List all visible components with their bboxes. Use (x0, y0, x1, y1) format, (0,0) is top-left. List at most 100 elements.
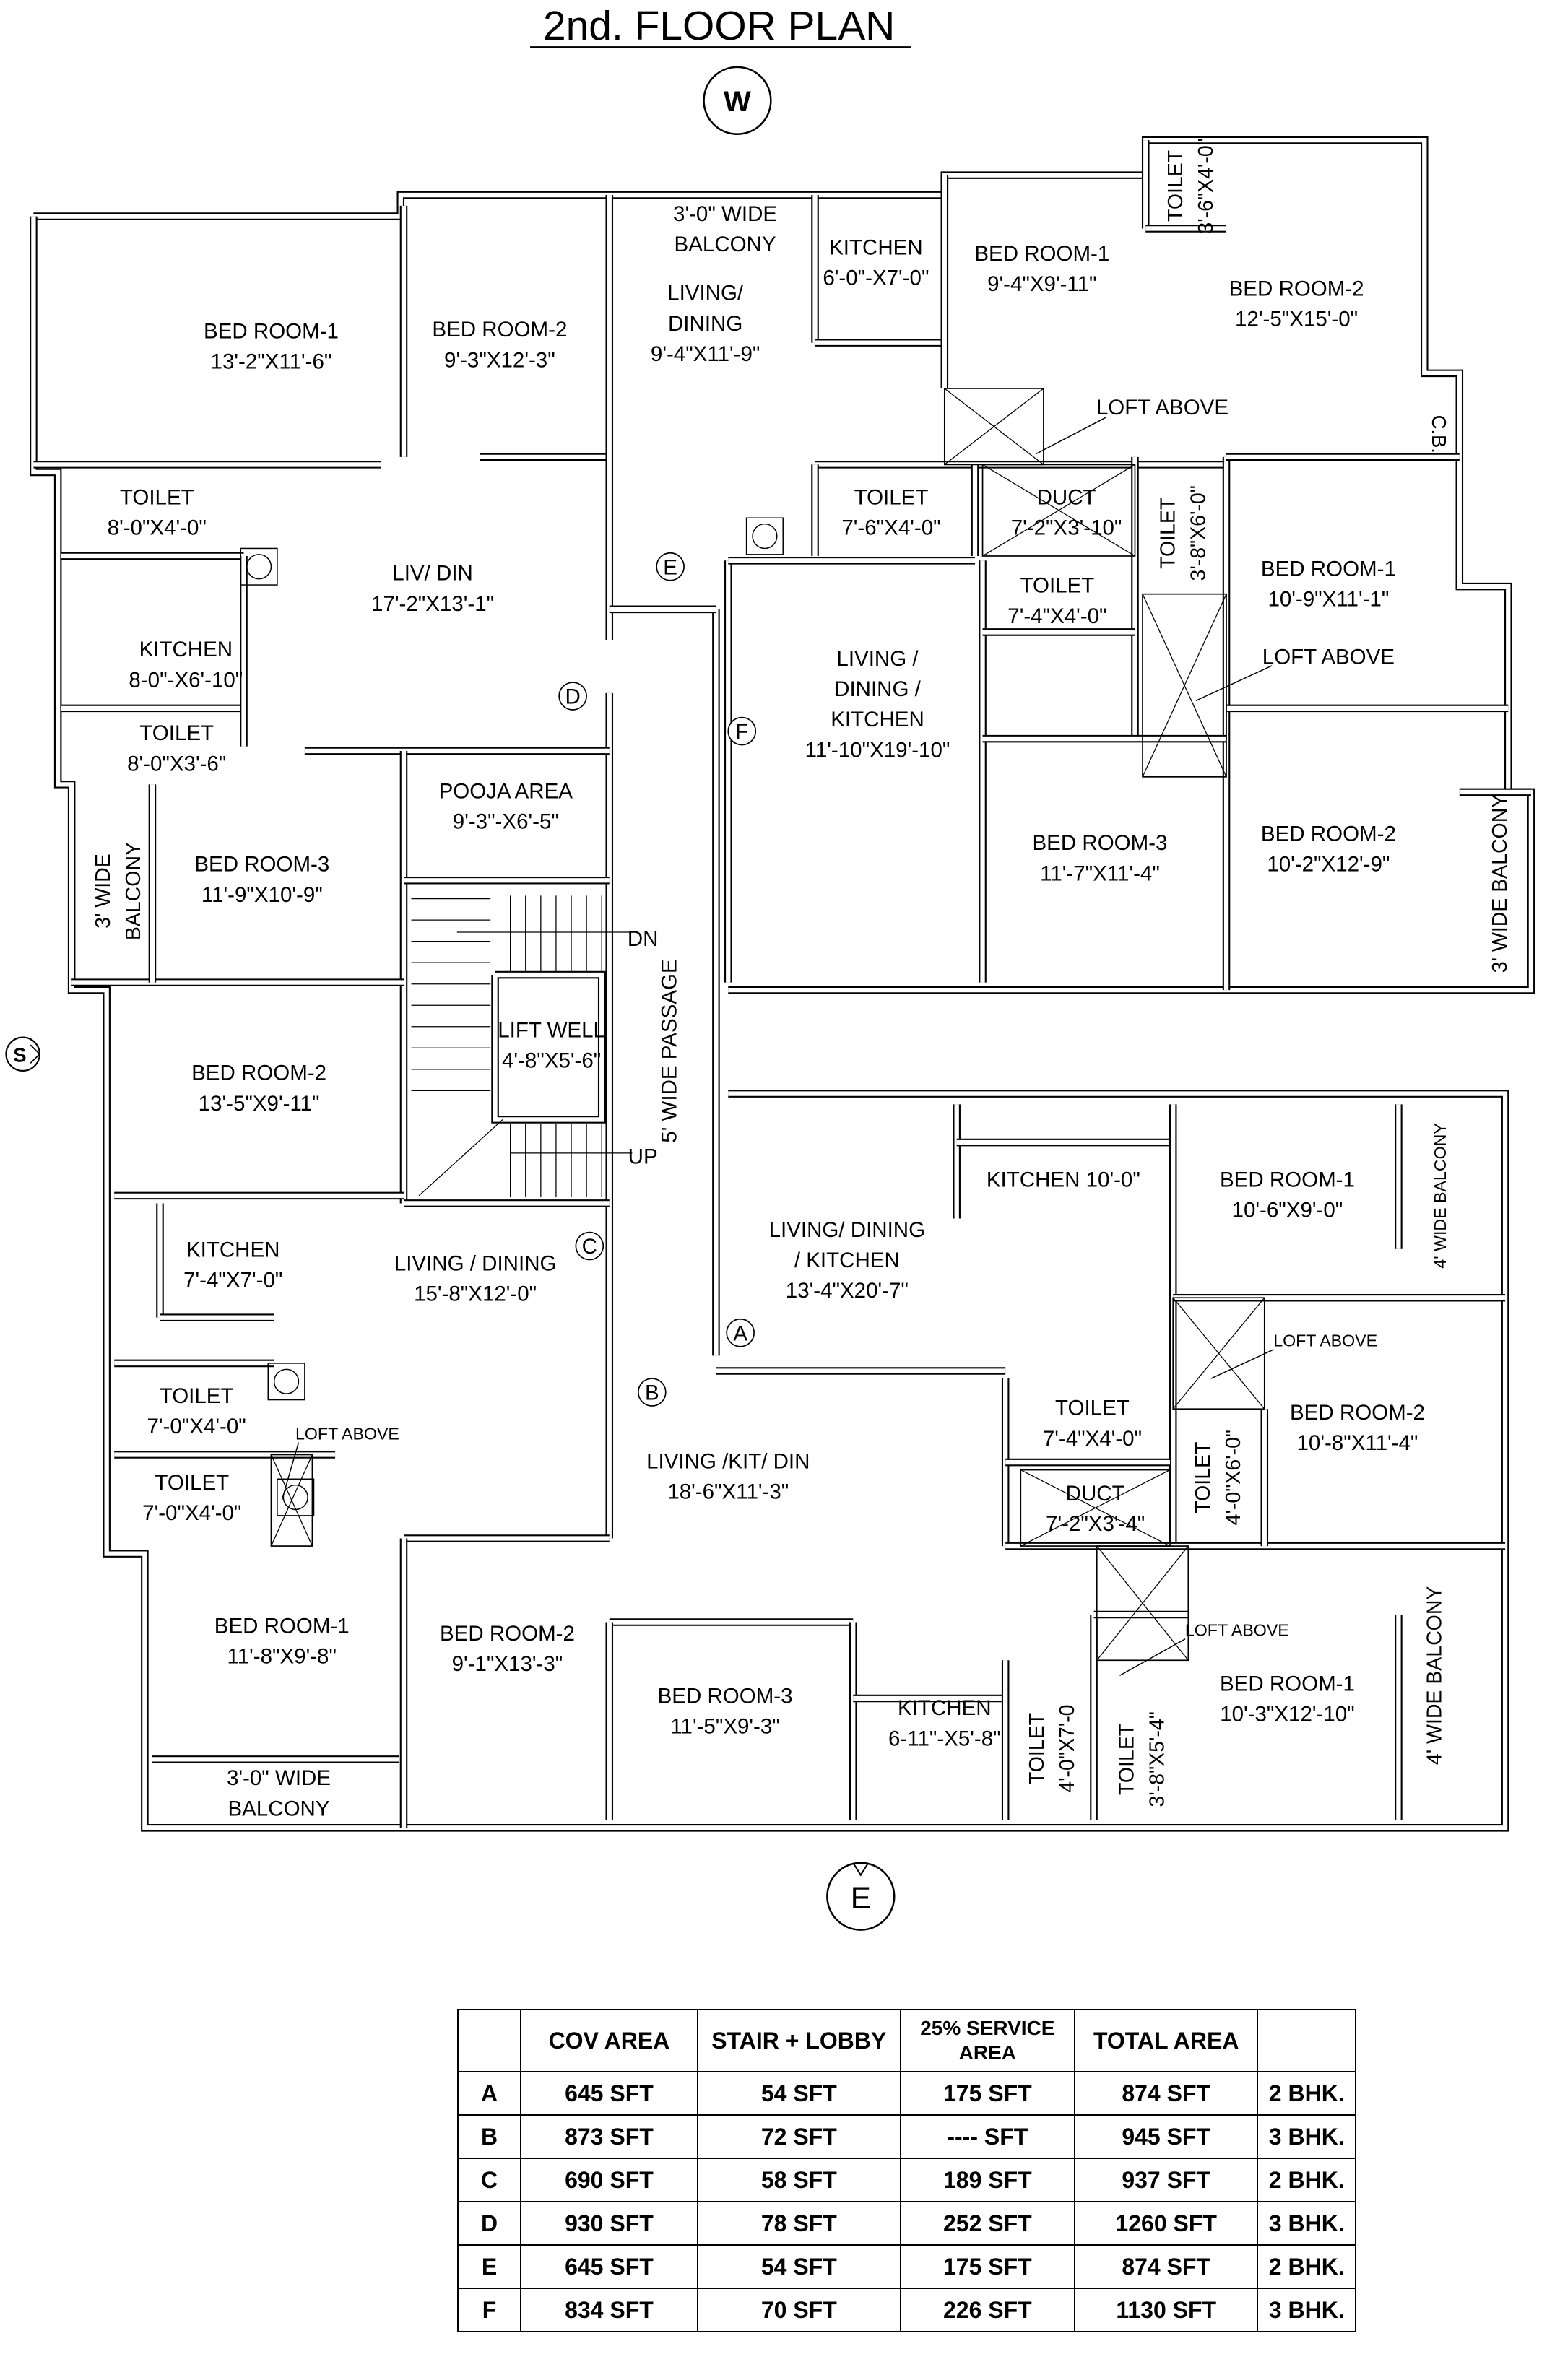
room-name: BED ROOM-2 (191, 1061, 326, 1085)
total-area-cell: 945 SFT (1073, 2114, 1259, 2159)
room-dimension: 10'-6"X9'-0" (1232, 1198, 1343, 1222)
room-dimension: 9'-3"X12'-3" (444, 348, 555, 372)
unit-marker-letter: D (565, 685, 580, 709)
room-name: BED ROOM-2 (440, 1622, 575, 1646)
table-header-row: COV AREA STAIR + LOBBY 25% SERVICE AREA … (457, 2009, 1356, 2072)
unit-marker: E (656, 552, 685, 581)
room-dimension: 7'-0"X4'-0" (147, 1415, 246, 1438)
room-dimension: 10'-9"X11'-1" (1268, 588, 1389, 612)
room-dimension: BALCONY (228, 1797, 329, 1820)
unit-cell: D (457, 2201, 521, 2246)
room-dimension: 11'-8"X9'-8" (228, 1644, 337, 1668)
room-dimension: 15'-8"X12'-0" (414, 1282, 537, 1306)
room-dimension: 4'-8"X5'-6" (502, 1049, 601, 1073)
header-total-area: TOTAL AREA (1073, 2009, 1259, 2072)
unit-marker: F (727, 716, 757, 746)
room-dimension: 13'-2"X11'-6" (211, 350, 332, 374)
plan-annotation: LOFT ABOVE (1096, 396, 1228, 420)
plan-annotation: UP (628, 1145, 658, 1169)
room-dimension: 4'-0"X6'-0" (1222, 1430, 1245, 1525)
loft-cross-box (1172, 1297, 1265, 1410)
room-name: 3' WIDE (92, 854, 115, 929)
unit-cell: A (457, 2071, 521, 2116)
total-area-cell: 937 SFT (1073, 2158, 1259, 2202)
room-name: LIVING/ DINING (769, 1218, 925, 1242)
room-label: KITCHEN 10'-0" (987, 1168, 1140, 1191)
room-dimension: DINING / (834, 677, 922, 701)
compass-west-label: W (724, 86, 751, 118)
room-labels: BED ROOM-113'-2"X11'-6"BED ROOM-29'-3"X1… (92, 138, 1512, 1820)
room-name: BED ROOM-2 (432, 318, 567, 342)
plan-annotation: C.B. (1428, 415, 1450, 453)
room-label: BED ROOM-210'-8"X11'-4" (1290, 1401, 1425, 1455)
service-area-cell: 189 SFT (899, 2158, 1075, 2202)
unit-cell: F (457, 2288, 521, 2332)
leader-arrow (1036, 417, 1106, 455)
room-label: 4' WIDE BALCONY (1423, 1586, 1446, 1765)
room-label: BED ROOM-29'-1"X13'-3" (440, 1622, 575, 1676)
room-label: BED ROOM-2 9'-3"X12'-3" (432, 318, 567, 372)
unit-cell: B (457, 2114, 521, 2159)
service-area-cell: 175 SFT (899, 2071, 1075, 2116)
room-dimension: 4'-0"X7'-0 (1056, 1704, 1079, 1792)
plan-annotation: LOFT ABOVE (1262, 646, 1395, 669)
room-dimension: 3'-8"X5'-4" (1146, 1711, 1169, 1807)
room-label: BED ROOM-110'-9"X11'-1" (1261, 557, 1396, 611)
compass-south-label: S (13, 1043, 26, 1066)
room-label: 4' WIDE BALCONY (1431, 1123, 1450, 1269)
loft-cross-box (1020, 1469, 1171, 1547)
room-dimension: 17'-2"X13'-1" (371, 592, 494, 616)
plan-annotation: 5' WIDE PASSAGE (658, 959, 682, 1142)
wash-basin-icon (745, 517, 784, 555)
wall (491, 970, 606, 1124)
room-name: BED ROOM-2 (1261, 822, 1396, 846)
unit-marker-letter: C (582, 1235, 597, 1259)
room-dimension: 9'-4"X11'-9" (651, 342, 760, 366)
total-area-cell: 1260 SFT (1073, 2201, 1259, 2246)
header-cov-area: COV AREA (520, 2009, 698, 2072)
room-name: TOILET (1055, 1397, 1130, 1420)
total-area-cell: 874 SFT (1073, 2244, 1259, 2289)
header-unit (457, 2009, 521, 2072)
room-name: KITCHEN (139, 638, 233, 661)
cov-area-cell: 834 SFT (520, 2288, 698, 2332)
leader-arrow (281, 1442, 300, 1500)
room-label: BED ROOM-210'-2"X12'-9" (1261, 822, 1396, 876)
type-cell: 2 BHK. (1257, 2244, 1356, 2289)
type-cell: 2 BHK. (1257, 2158, 1356, 2202)
unit-marker: A (726, 1318, 755, 1347)
stair-lobby-cell: 70 SFT (696, 2288, 901, 2332)
header-stair-lobby: STAIR + LOBBY (696, 2009, 901, 2072)
leader-arrow (1210, 1349, 1274, 1379)
leader-arrow (1195, 665, 1273, 702)
room-name: TOILET (1156, 498, 1179, 569)
room-dimension: 8'-0"X3'-6" (127, 752, 226, 776)
plan-annotation: DN (628, 927, 659, 951)
room-name: BED ROOM-2 (1229, 277, 1364, 300)
room-dimension: BALCONY (675, 233, 776, 256)
type-cell: 3 BHK. (1257, 2288, 1356, 2332)
room-name: BED ROOM-3 (194, 853, 329, 877)
cov-area-cell: 645 SFT (520, 2071, 698, 2116)
unit-marker: B (637, 1378, 667, 1407)
room-dimension: 8'-0"X4'-0" (108, 516, 207, 539)
room-dimension: 13'-4"X20'-7" (786, 1279, 909, 1303)
